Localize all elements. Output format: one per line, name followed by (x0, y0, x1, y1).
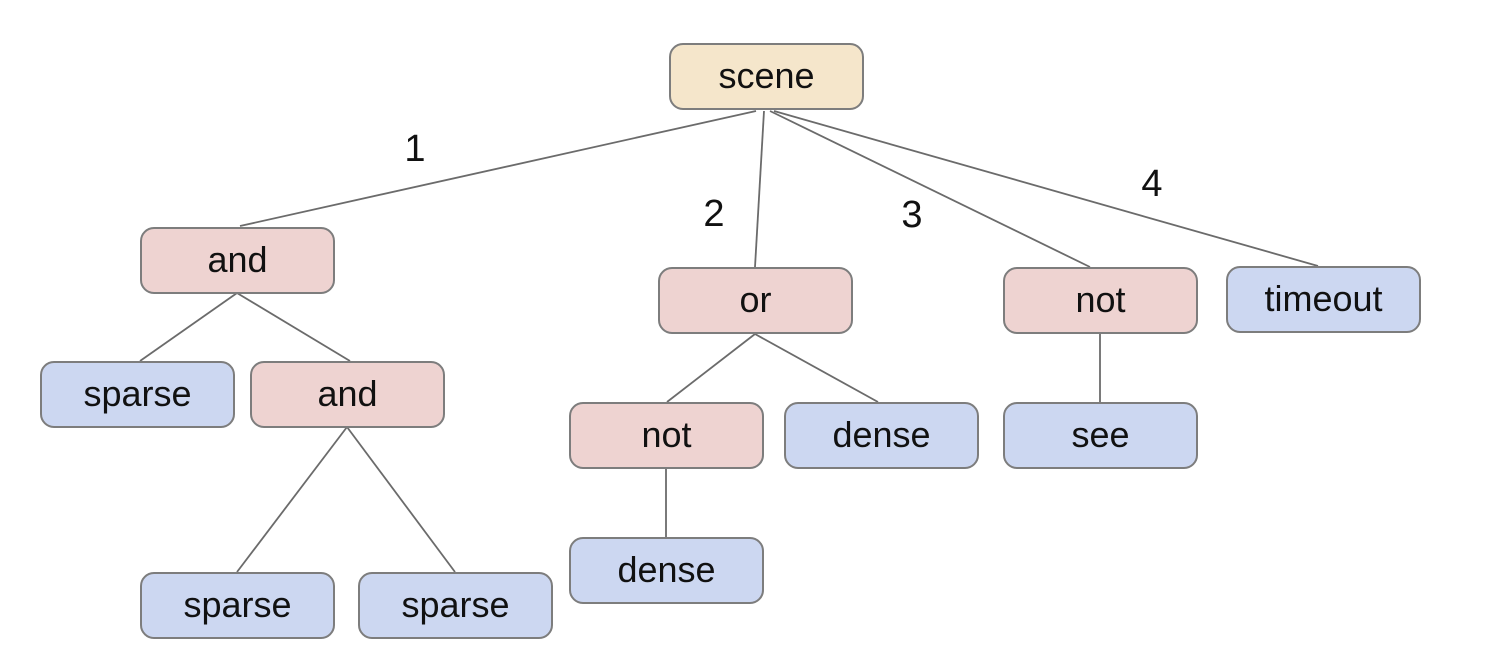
edge-scene-and (239, 110, 757, 227)
edge-and2-sparse2 (236, 426, 348, 573)
node-and-2: and (250, 361, 445, 428)
node-dense-2: dense (569, 537, 764, 604)
edge-and2-sparse3 (346, 426, 456, 573)
node-scene: scene (669, 43, 864, 110)
node-dense-1: dense (784, 402, 979, 469)
edge-scene-timeout (773, 110, 1319, 267)
edge-label-3: 3 (901, 194, 923, 236)
edge-label-1: 1 (404, 128, 426, 170)
node-see: see (1003, 402, 1198, 469)
node-timeout: timeout (1226, 266, 1421, 333)
edge-or-dense (754, 333, 879, 403)
edge-and-and (236, 292, 351, 362)
node-sparse-2: sparse (140, 572, 335, 639)
node-not-1: not (1003, 267, 1198, 334)
edge-scene-or (754, 110, 765, 268)
node-and-1: and (140, 227, 335, 294)
edge-or-not (666, 333, 756, 403)
node-or: or (658, 267, 853, 334)
edge-and-sparse (139, 292, 238, 362)
edge-label-2: 2 (703, 193, 725, 235)
node-sparse-3: sparse (358, 572, 553, 639)
node-sparse-1: sparse (40, 361, 235, 428)
edge-label-4: 4 (1141, 163, 1163, 205)
edge-scene-not (769, 110, 1091, 268)
node-not-2: not (569, 402, 764, 469)
